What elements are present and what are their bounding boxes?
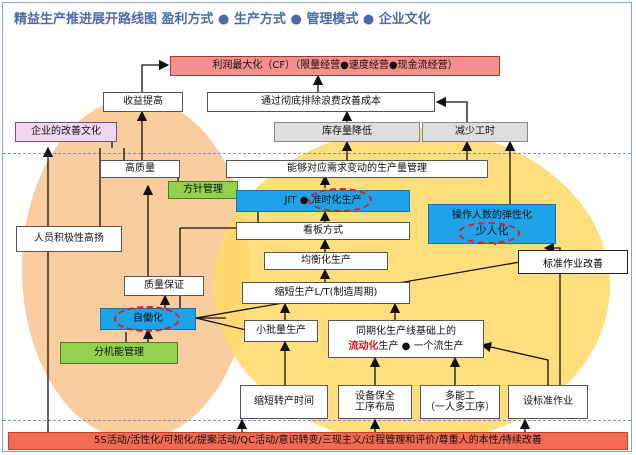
revenue-box: 收益提高 (103, 92, 183, 112)
jit-highlight-oval (308, 188, 372, 212)
inventory-box: 库存量降低 (274, 122, 420, 142)
small-lot-box: 小批量生产 (244, 320, 318, 342)
flow-line-2: 流动化生产 ● 一个流生产 (348, 341, 463, 353)
divider-top (3, 153, 631, 154)
leveling-box: 均衡化生产 (264, 252, 388, 270)
flex-staff-highlight-oval (458, 222, 520, 244)
kanban-box: 看板方式 (236, 222, 410, 240)
standard-improve-note: 标准作业改善 (518, 250, 628, 274)
flow-highlight: 流动化 (348, 340, 379, 352)
separation-box: 分机能管理 (60, 342, 178, 364)
layout-box: 设备保全 工序布局 (338, 385, 412, 419)
high-quality-box: 高质量 (100, 160, 180, 178)
profit-box: 利润最大化（CF）（限量经营●速度经营●现金流经营） (170, 56, 500, 76)
orange-zone (22, 98, 250, 440)
morale-box: 人员积极性高扬 (16, 226, 122, 252)
multiskill-line-2: （一人多工序） (425, 402, 495, 413)
std-work-box: 设标准作业 (508, 385, 588, 419)
multiskill-box: 多能工 （一人多工序） (420, 385, 500, 419)
flow-line-2-rest: 生产 ● 一个流生产 (378, 340, 464, 352)
layout-line-2: 工序布局 (355, 402, 395, 413)
layout-line-1: 设备保全 (355, 390, 395, 402)
kaizen-culture-box: 企业的改善文化 (15, 122, 117, 142)
foundation-bar: 5S活动/活性化/可视化/提案活动/QC活动/意识转变/三现主义/过程管理和评价… (8, 432, 628, 450)
policy-mgmt-box: 方针管理 (168, 181, 238, 199)
flex-staff-label: 操作人数的弹性化 (452, 209, 532, 221)
demand-mgmt-box: 能够对应需求变动的生产量管理 (226, 160, 488, 178)
jidoka-highlight-oval (114, 306, 180, 332)
qa-box: 质量保证 (124, 276, 204, 296)
leadtime-box: 缩短生产L/T(制造周期) (242, 282, 410, 304)
multiskill-line-1: 多能工 (445, 390, 475, 402)
diagram-frame (2, 2, 632, 452)
flow-box: 同期化生产线基础上的 流动化生产 ● 一个流生产 (328, 320, 484, 358)
divider-bottom (3, 420, 631, 421)
eliminate-waste-box: 通过彻底排除浪费改善成本 (207, 92, 435, 112)
labor-box: 减少工时 (422, 122, 528, 142)
page-title: 精益生产推进展开路线图 盈利方式 ● 生产方式 ● 管理模式 ● 企业文化 (14, 12, 431, 27)
changeover-box: 缩短转产时间 (240, 385, 328, 419)
flow-line-1: 同期化生产线基础上的 (356, 326, 456, 337)
